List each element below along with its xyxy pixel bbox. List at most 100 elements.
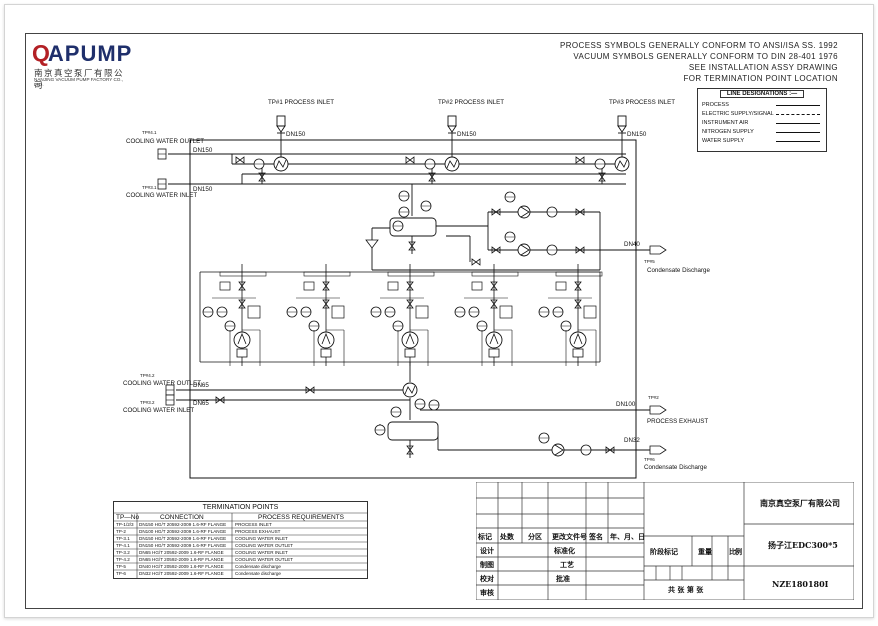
label-cw-outlet-top: COOLING WATER OUTLET <box>126 138 205 145</box>
label-condensate-1: Condensate Discharge <box>647 267 710 274</box>
cooling-water-top-lines <box>168 153 626 185</box>
tp-row-requirement: Condensate discharge <box>235 571 281 576</box>
tp-row-connection: DN40 HG/T 20592-2009 1.6-RF FLANGE <box>139 564 224 569</box>
tp-row-requirement: COOLING WATER OUTLET <box>235 557 293 562</box>
tb-stage: 阶段标记 <box>650 547 678 556</box>
label-condensate-2: Condensate Discharge <box>644 464 707 471</box>
drawing-frame <box>25 33 863 609</box>
label-dn32: DN32 <box>624 437 640 444</box>
note-line-4: FOR TERMINATION POINT LOCATION <box>683 74 838 83</box>
tb-date: 年、月、日 <box>610 532 645 541</box>
label-dn150-1: DN150 <box>286 131 306 138</box>
legend-row-process: PROCESS <box>702 102 729 108</box>
legend-row-electric: ELECTRIC SUPPLY/SIGNAL <box>702 111 774 117</box>
label-dn100: DN100 <box>616 401 636 408</box>
label-dn65-1: DN65 <box>193 382 209 389</box>
tp-row-no: TP-4.1 <box>116 543 130 548</box>
label-exhaust: PROCESS EXHAUST <box>647 418 709 425</box>
tp-row-no: TP-3.1 <box>116 536 130 541</box>
tp-row-requirement: COOLING WATER INLET <box>235 550 288 555</box>
tp-row-connection: DN65 HG/T 20592-2009 1.6-RF FLANGE <box>139 557 224 562</box>
tb-zone: 分区 <box>528 532 542 541</box>
legend-line-water <box>776 141 820 142</box>
tb-weight: 重量 <box>698 547 712 556</box>
logo-english-name: NANJING VACUUM PUMP FACTORY CO., LTD. <box>34 77 123 87</box>
title-block: 标记 处数 分区 更改文件号 签名 年、月、日 设计 标准化 制图 工艺 校对 … <box>476 482 854 600</box>
tb-number: NZE180180I <box>772 579 829 589</box>
tb-mark: 标记 <box>478 532 492 541</box>
tb-appr: 批准 <box>556 574 570 583</box>
tp-row-no: TP-5 <box>116 564 126 569</box>
tp-row-no: TP-3.2 <box>116 550 130 555</box>
tb-check: 校对 <box>480 574 494 583</box>
legend-line-air <box>776 123 820 124</box>
label-inlet-1: TP#1 PROCESS INLET <box>268 99 335 106</box>
termination-points-table: TERMINATION POINTS TP—No CONNECTION PROC… <box>113 501 368 579</box>
note-line-2: VACUUM SYMBOLS GENERALLY CONFORM TO DIN … <box>573 52 838 61</box>
line-designations-legend: LINE DESIGNATIONS :— PROCESS ELECTRIC SU… <box>697 88 827 152</box>
label-cw-inlet-top: COOLING WATER INLET <box>126 192 198 199</box>
termination-title: TERMINATION POINTS <box>202 504 279 511</box>
label-cw-inlet-bottom: COOLING WATER INLET <box>123 407 195 414</box>
label-dn40: DN40 <box>624 241 640 248</box>
legend-line-electric <box>776 114 820 115</box>
drawing-sheet <box>4 4 874 618</box>
legend-title: LINE DESIGNATIONS :— <box>698 90 826 98</box>
tp-row-no: TP-2 <box>116 529 126 534</box>
label-dn150-2: DN150 <box>457 131 477 138</box>
company-logo: QAPUMP 南京真空泵厂有限公司 NANJING VACUUM PUMP FA… <box>32 40 133 90</box>
label-tp32: TP#3.2 <box>140 400 155 405</box>
tp-header-no: TP—No <box>116 514 140 521</box>
logo-name: APUMP <box>47 41 133 66</box>
tp-row-connection: DN32 HG/T 20592-2009 1.6-RF FLANGE <box>139 571 224 576</box>
process-inlet-1 <box>276 115 286 162</box>
logo-mark: Q <box>32 40 50 66</box>
label-dn150-3: DN150 <box>627 131 647 138</box>
tp-row-requirement: COOLING WATER INLET <box>235 536 288 541</box>
tb-scale: 比例 <box>729 547 742 556</box>
label-tp31: TP#3.1 <box>142 185 157 190</box>
tp-header-requirements: PROCESS REQUIREMENTS <box>258 514 344 521</box>
process-inlet-3 <box>617 115 627 162</box>
tb-proc: 工艺 <box>560 560 574 569</box>
legend-line-process <box>776 105 820 106</box>
tp-row-connection: DN65 HG/T 20592-2009 1.6-RF FLANGE <box>139 550 224 555</box>
label-dn65-2: DN65 <box>193 400 209 407</box>
label-dn150-5: DN150 <box>193 186 213 193</box>
label-cw-outlet-bottom: COOLING WATER OUTLET <box>123 380 202 387</box>
tb-qty: 处数 <box>500 532 514 541</box>
tb-draw: 制图 <box>480 560 494 569</box>
tp-row-connection: DN150 HG/T 20592-2009 1.6-RF FLANGE <box>139 536 227 541</box>
tb-audit: 审核 <box>480 588 494 597</box>
tb-doc: 更改文件号 <box>552 532 587 541</box>
tb-design: 设计 <box>480 546 494 555</box>
label-tp42: TP#4.2 <box>140 373 155 378</box>
tp-row-requirement: PROCESS INLET <box>235 522 272 527</box>
title-block-grid <box>476 482 854 600</box>
tb-std: 标准化 <box>554 546 575 555</box>
tp-row-connection: DN150 HG/T 20592-2009 1.6-RF FLANGE <box>139 543 227 548</box>
tp-row-requirement: PROCESS EXHAUST <box>235 529 281 534</box>
label-tp41: TP#4.1 <box>142 130 157 135</box>
legend-row-nitrogen: NITROGEN SUPPLY <box>702 129 754 135</box>
note-line-3: SEE INSTALLATION ASSY DRAWING <box>688 63 838 72</box>
tb-sheets: 共 张 第 张 <box>668 585 704 594</box>
label-inlet-2: TP#2 PROCESS INLET <box>438 99 505 106</box>
label-inlet-3: TP#3 PROCESS INLET <box>609 99 676 106</box>
logo-chinese-name: 南京真空泵厂有限公司 <box>34 68 125 90</box>
tb-sign: 签名 <box>589 532 603 541</box>
legend-line-nitrogen <box>776 132 820 133</box>
tb-product: 扬子江EDC300*5 <box>768 540 838 550</box>
tp-row-no: TP-6 <box>116 571 126 576</box>
note-line-1: PROCESS SYMBOLS GENERALLY CONFORM TO ANS… <box>560 41 838 50</box>
tp-row-connection: DN100 HG/T 20592-2009 1.6-RF FLANGE <box>139 529 227 534</box>
legend-row-air: INSTRUMENT AIR <box>702 120 749 126</box>
process-inlet-2 <box>447 115 457 162</box>
general-notes: PROCESS SYMBOLS GENERALLY CONFORM TO ANS… <box>560 40 838 84</box>
tp-row-no: TP-1/2/3 <box>116 522 134 527</box>
tb-company: 南京真空泵厂有限公司 <box>760 498 840 508</box>
cooling-water-bottom-lines <box>176 362 650 458</box>
tp-row-requirement: Condensate discharge <box>235 564 281 569</box>
tp-header-connection: CONNECTION <box>160 514 204 521</box>
label-dn150-4: DN150 <box>193 147 213 154</box>
